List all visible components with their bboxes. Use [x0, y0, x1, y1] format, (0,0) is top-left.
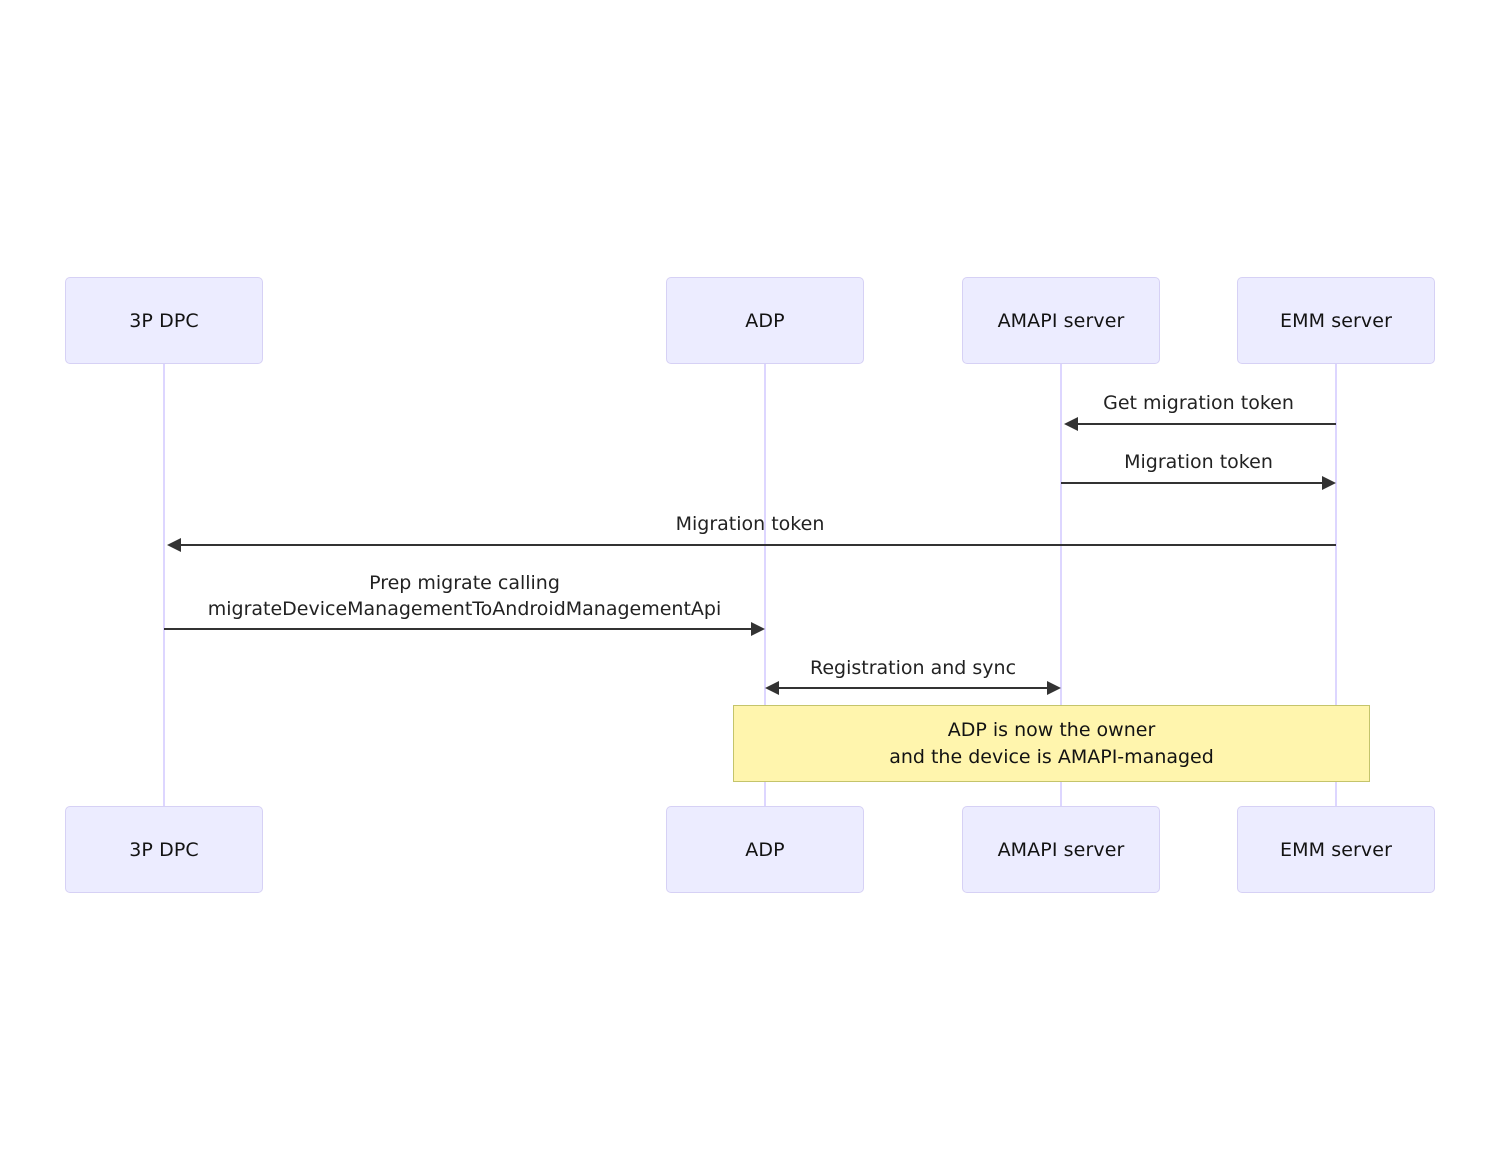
- lifeline-amapi: [1060, 364, 1062, 806]
- lifeline-dpc: [163, 364, 165, 806]
- message-line-get-migration-token: [1067, 423, 1336, 425]
- arrowhead-left-migration-token-emm-dpc: [167, 538, 181, 552]
- arrowhead-right-registration-and-sync: [1047, 681, 1061, 695]
- participant-label-bottom-dpc: 3P DPC: [129, 838, 199, 861]
- participant-bottom-adp[interactable]: ADP: [666, 806, 864, 893]
- participant-label-emm: EMM server: [1280, 309, 1392, 332]
- note-adp-owner: ADP is now the owner and the device is A…: [733, 705, 1370, 782]
- participant-label-bottom-adp: ADP: [745, 838, 785, 861]
- participant-label-amapi: AMAPI server: [997, 309, 1125, 332]
- arrowhead-left-get-migration-token: [1064, 417, 1078, 431]
- arrowhead-right-migration-token-amapi-emm: [1322, 476, 1336, 490]
- participant-top-amapi[interactable]: AMAPI server: [962, 277, 1160, 364]
- message-line-registration-and-sync: [778, 687, 1048, 689]
- participant-label-bottom-emm: EMM server: [1280, 838, 1392, 861]
- participant-label-dpc: 3P DPC: [129, 309, 199, 332]
- message-label-migration-token-amapi-emm: Migration token: [1124, 451, 1273, 473]
- message-label-prep-migrate: Prep migrate calling migrateDeviceManage…: [207, 572, 722, 620]
- participant-label-adp: ADP: [745, 309, 785, 332]
- participant-bottom-dpc[interactable]: 3P DPC: [65, 806, 263, 893]
- message-line-migration-token-amapi-emm: [1061, 482, 1323, 484]
- message-label-registration-and-sync: Registration and sync: [809, 657, 1017, 679]
- message-line-migration-token-emm-dpc: [170, 544, 1336, 546]
- lifeline-emm: [1335, 364, 1337, 806]
- message-label-migration-token-emm-dpc: Migration token: [675, 513, 825, 535]
- arrowhead-right-prep-migrate: [751, 622, 765, 636]
- participant-bottom-emm[interactable]: EMM server: [1237, 806, 1435, 893]
- participant-top-dpc[interactable]: 3P DPC: [65, 277, 263, 364]
- message-label-get-migration-token: Get migration token: [1103, 392, 1294, 414]
- participant-bottom-amapi[interactable]: AMAPI server: [962, 806, 1160, 893]
- participant-top-emm[interactable]: EMM server: [1237, 277, 1435, 364]
- participant-label-bottom-amapi: AMAPI server: [997, 838, 1125, 861]
- arrowhead-left-registration-and-sync: [765, 681, 779, 695]
- message-line-prep-migrate: [164, 628, 752, 630]
- participant-top-adp[interactable]: ADP: [666, 277, 864, 364]
- lifeline-adp: [764, 364, 766, 806]
